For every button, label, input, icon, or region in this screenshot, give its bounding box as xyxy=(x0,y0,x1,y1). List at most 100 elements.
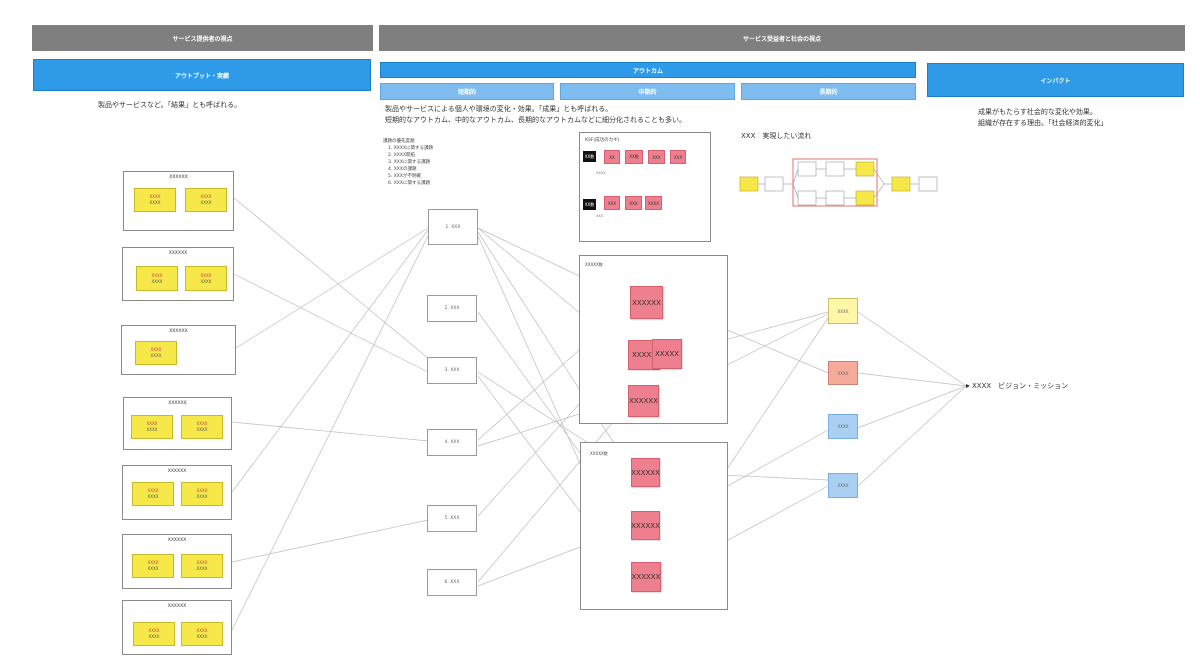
output-frame-title: XXXXXX xyxy=(168,401,187,406)
sticky-label: XXXX xyxy=(147,488,159,493)
sticky-sublabel: XXXX xyxy=(146,427,158,432)
ksf-note: XXXX xyxy=(596,171,606,175)
sticky-label: XXXX xyxy=(149,194,161,199)
impact-description-1: 成果がもたらす社会的な変化や効果。 xyxy=(978,108,1097,116)
priority-item: 4. XXXの課題 xyxy=(388,167,417,172)
short-term-node[interactable]: 5. XXX xyxy=(427,505,477,532)
short-term-node[interactable]: 3. XXX xyxy=(427,357,477,384)
ksf-tag: XX数 xyxy=(583,199,596,210)
mid-sticky[interactable]: XXXXXX xyxy=(631,511,660,540)
mid-frame-title: XXXXX数 xyxy=(585,262,603,267)
mid-term-header: 中期的 xyxy=(560,83,735,100)
sticky-sublabel: XXXX xyxy=(196,427,208,432)
output-description: 製品やサービスなど。「結果」とも呼ばれる。 xyxy=(98,101,242,109)
priority-list-title: 課題の優先度順 xyxy=(383,139,415,144)
priority-item: 1. XXXXに関する課題 xyxy=(388,146,434,151)
sticky-sublabel: XXXX xyxy=(147,494,159,499)
sticky-sublabel: XXXX xyxy=(196,494,208,499)
sticky-label: XXXX xyxy=(196,628,208,633)
recipient-view-header: サービス受益者と社会の視点 xyxy=(379,25,1185,51)
impact-header: インパクト xyxy=(927,63,1184,97)
sticky-sublabel: XXXX xyxy=(196,566,208,571)
sticky-label: XXXX xyxy=(147,560,159,565)
priority-list: 課題の優先度順 1. XXXXに関する課題 2. XXXX開拓 3. XXXに関… xyxy=(383,138,503,187)
ksf-sticky[interactable]: XXX xyxy=(604,196,620,210)
outcome-description-2: 短期的なアウトカム、中的なアウトカム、長期的なアウトカムなどに細分化されることも… xyxy=(385,116,686,124)
mid-sticky[interactable]: XXXXXX xyxy=(631,562,661,592)
flow-diagram xyxy=(739,158,938,207)
output-frame-title: XXXXXX xyxy=(167,604,187,609)
long-term-box[interactable]: XXXX xyxy=(828,473,858,498)
ksf-frame[interactable]: KSF(成功のカギ) XX数 XX XX数 XXX XXX XXXX XX数 X… xyxy=(579,132,711,242)
vision-label: XXXX ビジョン・ミッション xyxy=(972,382,1069,390)
sticky-label: XXXX xyxy=(151,272,163,278)
sticky-label: XXXX xyxy=(150,347,162,352)
output-frame-title: XXXXXX xyxy=(169,175,188,180)
sticky-label: XXXX xyxy=(196,421,208,426)
ksf-note: XXX xyxy=(596,214,604,218)
short-term-header: 短期的 xyxy=(380,83,554,100)
ksf-sticky[interactable]: XXX xyxy=(670,150,686,164)
sticky-label: XXXX xyxy=(148,628,160,633)
sticky-sublabel: XXXX xyxy=(196,634,208,639)
ksf-sticky[interactable]: XXXX xyxy=(645,196,662,210)
sticky-label: XXXX xyxy=(200,272,212,278)
sticky-label: XXXX xyxy=(200,194,212,199)
mid-sticky[interactable]: XXXXXX xyxy=(628,385,659,417)
outcome-header: アウトカム xyxy=(380,62,916,78)
outcome-description-1: 製品やサービスによる個人や環境の変化・効果。「成果」とも呼ばれる。 xyxy=(385,105,613,113)
sticky-label: XXXX xyxy=(146,421,158,426)
ksf-sticky[interactable]: XX数 xyxy=(625,150,643,164)
ksf-title: KSF(成功のカギ) xyxy=(585,138,620,143)
priority-item: 3. XXXに関する課題 xyxy=(388,160,430,165)
output-frame-title: XXXXXX xyxy=(167,469,187,474)
mid-frame-title: XXXXX数 xyxy=(590,451,608,456)
short-term-node[interactable]: 1. XXX xyxy=(428,209,478,245)
sticky-sublabel: XXXX xyxy=(200,200,212,205)
mid-sticky[interactable]: XXXXXX xyxy=(631,458,660,487)
short-term-node[interactable]: 2. XXX xyxy=(427,295,477,322)
sticky-sublabel: XXXX xyxy=(147,566,159,571)
short-term-node[interactable]: 4. XXX xyxy=(427,429,477,456)
short-term-node[interactable]: 6. XXX xyxy=(427,569,477,596)
priority-item: 2. XXXX開拓 xyxy=(388,153,416,158)
priority-item: 5. XXXが不明確 xyxy=(388,174,421,179)
output-frame-title: XXXXXX xyxy=(168,251,188,256)
sticky-label: XXXX xyxy=(196,488,208,493)
sticky-sublabel: XXXX xyxy=(149,200,161,205)
sticky-sublabel: XXXX xyxy=(148,634,160,639)
long-term-box[interactable]: XXXX xyxy=(828,361,858,385)
ksf-sticky[interactable]: XXX xyxy=(648,150,665,164)
long-term-box[interactable]: XXXX xyxy=(828,414,858,439)
priority-item: 6. XXXに関する課題 xyxy=(388,181,430,186)
ksf-sticky[interactable]: XXX xyxy=(625,196,642,210)
long-term-box[interactable]: XXXX xyxy=(828,298,858,324)
sticky-sublabel: XXXX xyxy=(151,278,163,284)
ksf-tag: XX数 xyxy=(583,151,596,162)
mid-sticky[interactable]: XXXXX xyxy=(652,339,682,369)
mid-sticky[interactable]: XXXXXX xyxy=(630,286,663,319)
output-header: アウトプット・実績 xyxy=(33,59,371,91)
long-term-header: 長期的 xyxy=(741,83,916,100)
ksf-sticky[interactable]: XX xyxy=(604,150,620,164)
